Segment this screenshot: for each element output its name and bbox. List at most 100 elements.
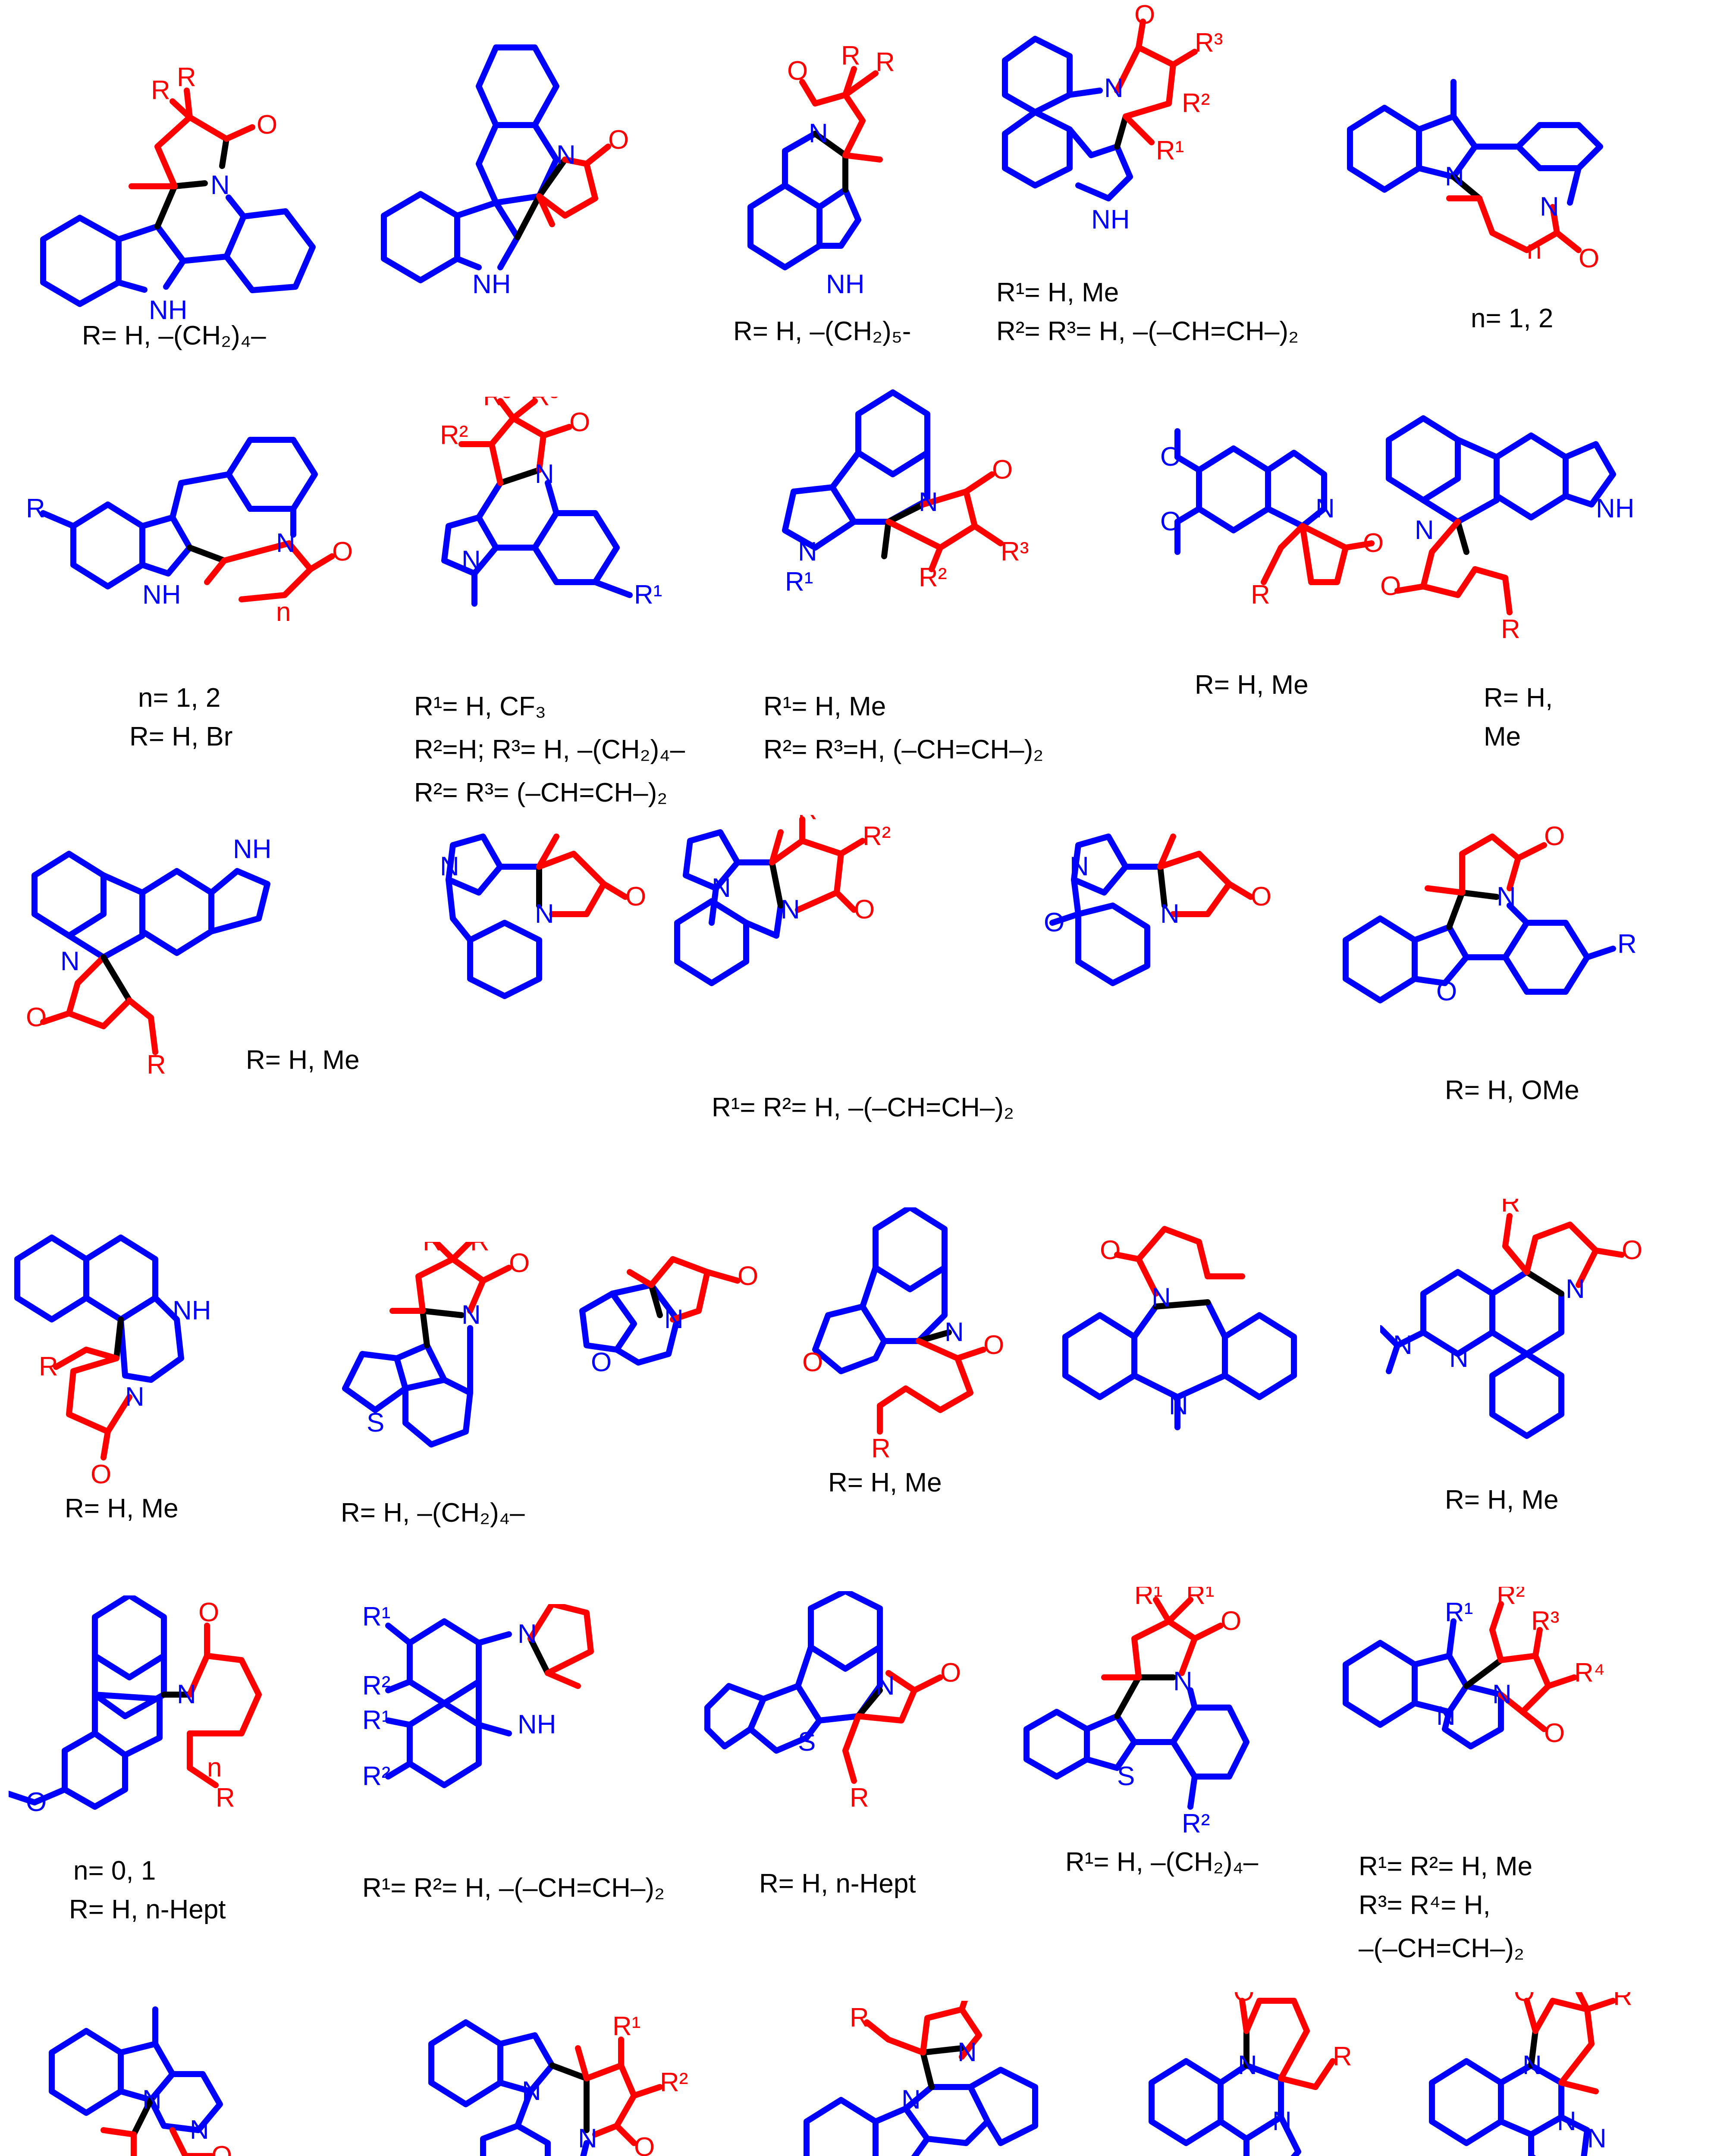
caption: R¹= H, Me bbox=[763, 692, 886, 721]
atom-n: N bbox=[945, 1317, 964, 1347]
atom-n: N bbox=[556, 140, 576, 170]
atom-n: N bbox=[901, 2085, 921, 2115]
atom-r: R bbox=[1617, 929, 1637, 959]
compound-c8: N N R¹ O R² R³ R¹= H, Me R²= R³=H, (–CH=… bbox=[759, 388, 1130, 776]
atom-nh: NH bbox=[173, 1296, 211, 1326]
methylpyrroloquinoline-pyrrolinone-structure: N N R¹ O R² R³ R³ bbox=[440, 397, 662, 610]
compound-c2: N NH O bbox=[380, 34, 681, 302]
atom-r1: R¹ bbox=[1156, 136, 1184, 166]
tetrazoloquinoxaline-lactam-structure: N N N N N O R R bbox=[1429, 1992, 1632, 2156]
compound-c12: N N O bbox=[414, 819, 656, 1078]
caption: R³= R⁴= H, bbox=[1359, 1890, 1491, 1920]
atom-r: R bbox=[151, 75, 170, 105]
caption: R= H, bbox=[1484, 683, 1553, 713]
indole-benzazepine-spirolactam-structure: R N NH O n bbox=[26, 437, 353, 627]
atom-o: O bbox=[1234, 1992, 1254, 2007]
atom-o: O bbox=[591, 1348, 612, 1377]
atom-n: N bbox=[957, 2037, 977, 2067]
caption: Me bbox=[1484, 722, 1521, 752]
imidazoquinoxaline-lactam-structure: N N N O R bbox=[1149, 1992, 1352, 2156]
atom-o: O bbox=[1380, 571, 1401, 601]
compound-c10: N NH O R R= H, Me bbox=[1380, 397, 1708, 768]
atom-n: N bbox=[142, 2085, 162, 2115]
atom-n: N bbox=[1497, 882, 1516, 912]
benzimidazoquinazoline-lactam-structure: N N N O R bbox=[804, 2001, 1038, 2156]
atom-o: O bbox=[634, 2132, 655, 2156]
atom-nh: NH bbox=[233, 834, 272, 864]
atom-r2: R² bbox=[362, 1671, 390, 1701]
atom-o: O bbox=[26, 1003, 47, 1032]
atom-n: N bbox=[1415, 515, 1434, 545]
atom-nh: NH bbox=[1091, 205, 1130, 235]
atom-n: N bbox=[1104, 73, 1124, 103]
atom-o: O bbox=[1436, 977, 1457, 1006]
compound-c28: N N O R¹ R² R¹= R²= H, –(–CH=CH–)₂ bbox=[423, 1992, 794, 2156]
atom-n: N bbox=[190, 2115, 209, 2145]
atom-n: N bbox=[1436, 1701, 1456, 1731]
atom-r: R bbox=[1566, 1992, 1585, 1998]
pyrrolophenanthridine-lactam-structure: N NH O R bbox=[1380, 415, 1635, 644]
caption: R¹= R²= H, –(–CH=CH–)₂ bbox=[712, 1093, 1014, 1122]
atom-nh: NH bbox=[142, 580, 181, 610]
atom-n: N bbox=[461, 1300, 481, 1330]
caption: R= H, n-Hept bbox=[759, 1869, 916, 1899]
atom-n: N bbox=[522, 2076, 541, 2106]
atom-n: N bbox=[809, 119, 828, 148]
atom-o: O bbox=[91, 1460, 111, 1489]
atom-n: N bbox=[664, 1304, 684, 1334]
caption: R²= R³=H, (–CH=CH–)₂ bbox=[763, 735, 1044, 765]
atom-o: O bbox=[198, 1598, 219, 1627]
atom-nh: NH bbox=[149, 295, 188, 319]
atom-n: N bbox=[1557, 2106, 1576, 2136]
caption: R²= R³= H, –(–CH=CH–)₂ bbox=[996, 317, 1299, 346]
compound-c5: N N O n n= 1, 2 bbox=[1337, 17, 1691, 345]
atom-o: O bbox=[211, 2141, 232, 2156]
indolopyrazine-pyrrolinone-structure: N N R¹ R² R³ R⁴ O bbox=[1343, 1587, 1605, 1749]
atom-o: O bbox=[1100, 1235, 1121, 1265]
atom-n: N bbox=[177, 1680, 196, 1709]
caption: R= H, Me bbox=[1195, 670, 1309, 700]
atom-o: O bbox=[738, 1261, 758, 1291]
atom-r1: R¹ bbox=[1445, 1598, 1473, 1627]
atom-n: N bbox=[440, 852, 459, 881]
atom-nh: NH bbox=[518, 1710, 556, 1739]
atom-nh: NH bbox=[472, 270, 511, 299]
caption: R= H, Me bbox=[828, 1468, 942, 1498]
compound-c30: N N N O R R= H, Me bbox=[1143, 1992, 1410, 2156]
atom-o: O bbox=[1221, 1606, 1241, 1636]
atom-nh: NH bbox=[1596, 494, 1635, 523]
atom-n-index: n bbox=[1527, 235, 1541, 265]
atom-o: O bbox=[509, 1248, 530, 1278]
atom-n: N bbox=[1540, 192, 1559, 222]
atom-r: R bbox=[1613, 1992, 1632, 2011]
compound-c18: N O O bbox=[565, 1250, 781, 1432]
caption: R= H, –(CH₂)₄– bbox=[341, 1498, 525, 1528]
atom-r: R bbox=[177, 63, 196, 92]
atom-n: N bbox=[518, 1619, 537, 1649]
atom-r2: R² bbox=[1182, 1809, 1210, 1839]
atom-o: O bbox=[1544, 1718, 1565, 1748]
compound-c7: N N R¹ O R² R³ R³ R¹= H, CF₃ R²=H; R³= H… bbox=[414, 397, 750, 828]
atom-s: S bbox=[1117, 1761, 1135, 1791]
caption: R= H, –(CH₂)₅- bbox=[733, 317, 911, 346]
atom-n: N bbox=[781, 895, 800, 924]
furoquinoline-spirolactam-structure: N O O R bbox=[802, 1207, 1004, 1463]
compound-c14: N O N O bbox=[1044, 819, 1285, 1078]
atom-n: N bbox=[535, 459, 554, 489]
atom-o: O bbox=[983, 1330, 1004, 1360]
compound-c1: N NH O R R R= H, –(CH₂)₄– bbox=[39, 17, 341, 351]
atom-o: O bbox=[1134, 4, 1155, 30]
atom-o: O bbox=[569, 407, 590, 437]
atom-r: R bbox=[26, 494, 45, 523]
pyrroloquinoline-pyrrolinone-structure: N N R¹ O R² R³ bbox=[782, 389, 1029, 597]
compound-c31: N N N N N O R R R= H, –(CH₂)₄– bbox=[1423, 1992, 1708, 2156]
caption: R= H, Me bbox=[1445, 1485, 1559, 1515]
atom-o: O bbox=[26, 1787, 47, 1817]
atom-r: R bbox=[423, 1242, 442, 1257]
caption: R= H, Me bbox=[246, 1045, 360, 1075]
atom-o: O bbox=[625, 882, 646, 912]
atom-r2: R² bbox=[919, 563, 947, 592]
atom-r1: R¹ bbox=[612, 2012, 640, 2041]
atom-r: R bbox=[876, 47, 895, 77]
